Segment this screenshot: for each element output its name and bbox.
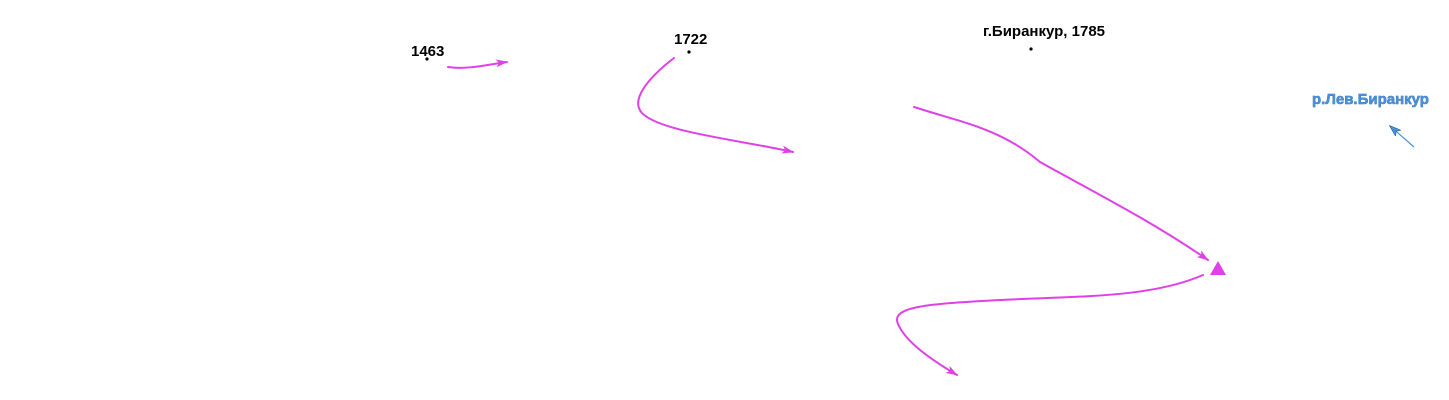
label-1722: 1722	[674, 31, 707, 48]
route-segment-2	[637, 57, 794, 154]
label-1463: 1463	[411, 43, 444, 60]
route-segment-1	[447, 59, 508, 69]
label-biriankur-city: г.Биранкур, 1785	[983, 23, 1105, 40]
route-segment-4	[896, 274, 1204, 376]
point-1463[interactable]: 1463	[411, 43, 445, 61]
point-1722-dot	[687, 50, 691, 54]
point-1463-dot	[425, 57, 429, 61]
route-segment-3	[913, 106, 1209, 261]
point-1722[interactable]: 1722	[674, 31, 708, 54]
label-river: р.Лев.Биранкур	[1312, 91, 1429, 108]
city-biriankur[interactable]: г.Биранкур, 1785	[983, 23, 1105, 51]
city-biriankur-dot	[1029, 47, 1033, 51]
river-flow-arrow	[1390, 126, 1415, 148]
triangle-marker-icon[interactable]	[1210, 261, 1226, 275]
